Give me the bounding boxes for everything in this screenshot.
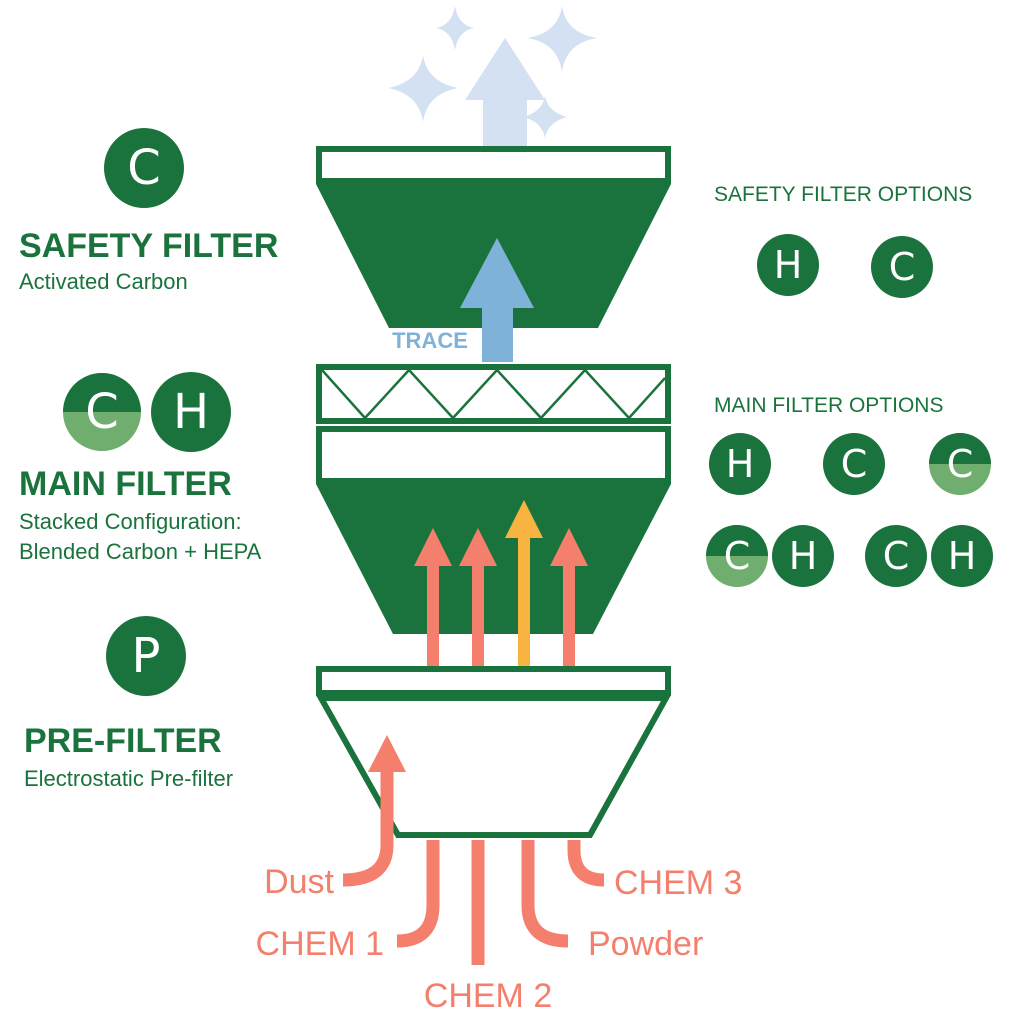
chem1-stream <box>396 840 440 948</box>
svg-text:P: P <box>132 628 161 684</box>
main-option-stack-c: C <box>865 525 927 587</box>
pre-filter-unit <box>315 666 672 838</box>
svg-text:C: C <box>841 442 868 486</box>
svg-text:C: C <box>85 384 119 440</box>
sparkle-icon <box>527 6 597 72</box>
main-option-blended-c: C <box>706 525 768 587</box>
main-filter-title: MAIN FILTER <box>19 465 232 503</box>
svg-text:H: H <box>726 442 755 486</box>
clean-air-arrow <box>465 38 545 147</box>
main-option-c-blended: C <box>929 433 991 495</box>
main-filter-legend: C H MAIN FILTER Stacked Configuration: B… <box>19 372 262 564</box>
main-options-heading: MAIN FILTER OPTIONS <box>714 394 943 417</box>
svg-text:C: C <box>889 245 916 289</box>
main-option-c: C <box>823 433 885 495</box>
svg-text:H: H <box>774 243 803 287</box>
main-filter-arrows <box>414 500 588 666</box>
safety-filter-cap <box>316 146 671 184</box>
main-option-stack-h: H <box>931 525 993 587</box>
safety-filter-badge: C <box>104 128 184 208</box>
safety-option-h: H <box>757 234 819 296</box>
main-filter-subtitle-1: Stacked Configuration: <box>19 509 242 534</box>
pre-filter-body <box>315 695 672 838</box>
pre-filter-badge: P <box>106 616 186 696</box>
svg-text:C: C <box>127 140 161 196</box>
dust-label: Dust <box>264 863 334 901</box>
sparkle-icon <box>523 96 567 138</box>
svg-text:H: H <box>789 534 818 578</box>
sparkle-icon <box>388 55 458 122</box>
main-filter-zigzag <box>321 368 666 420</box>
dust-stream <box>342 768 394 887</box>
contaminant-arrow-orange <box>505 500 543 666</box>
input-labels: Dust CHEM 1 CHEM 2 Powder CHEM 3 <box>256 863 743 1015</box>
dust-arrowhead <box>368 735 406 772</box>
incoming-streams <box>342 768 605 965</box>
safety-filter-legend: C SAFETY FILTER Activated Carbon <box>19 128 278 294</box>
safety-filter-options: SAFETY FILTER OPTIONS H C <box>714 183 972 298</box>
chem1-label: CHEM 1 <box>256 925 384 963</box>
svg-text:C: C <box>724 534 751 578</box>
main-filter-unit <box>316 364 671 634</box>
main-filter-plain-panel <box>316 426 671 484</box>
svg-text:H: H <box>173 384 209 440</box>
safety-filter-subtitle: Activated Carbon <box>19 269 188 294</box>
svg-text:H: H <box>948 534 977 578</box>
contaminant-arrow <box>459 528 497 666</box>
safety-options-heading: SAFETY FILTER OPTIONS <box>714 183 972 206</box>
chem2-label: CHEM 2 <box>424 977 552 1015</box>
contaminant-arrow <box>550 528 588 666</box>
sparkle-icon <box>436 6 474 50</box>
svg-text:C: C <box>947 442 974 486</box>
pre-filter-cap <box>316 666 671 696</box>
chem3-label: CHEM 3 <box>614 864 742 902</box>
main-filter-zigzag-panel <box>316 364 671 424</box>
safety-option-c: C <box>871 236 933 298</box>
trace-arrow <box>460 238 534 362</box>
safety-filter-title: SAFETY FILTER <box>19 227 278 265</box>
contaminant-arrow <box>414 528 452 666</box>
clean-air-sparkles <box>388 6 597 138</box>
svg-text:C: C <box>883 534 910 578</box>
main-filter-badge-c: C <box>63 373 141 451</box>
chem3-stream <box>567 840 605 887</box>
powder-label: Powder <box>588 925 703 963</box>
powder-stream <box>521 840 569 948</box>
main-filter-subtitle-2: Blended Carbon + HEPA <box>19 539 262 564</box>
pre-filter-title: PRE-FILTER <box>24 722 222 760</box>
pre-filter-legend: P PRE-FILTER Electrostatic Pre-filter <box>24 616 233 791</box>
main-option-h: H <box>709 433 771 495</box>
trace-label: TRACE <box>392 328 468 353</box>
main-filter-options: MAIN FILTER OPTIONS H C C C H C <box>706 394 993 587</box>
main-filter-badge-h: H <box>151 372 231 452</box>
pre-filter-subtitle: Electrostatic Pre-filter <box>24 766 233 791</box>
main-option-blended-h: H <box>772 525 834 587</box>
